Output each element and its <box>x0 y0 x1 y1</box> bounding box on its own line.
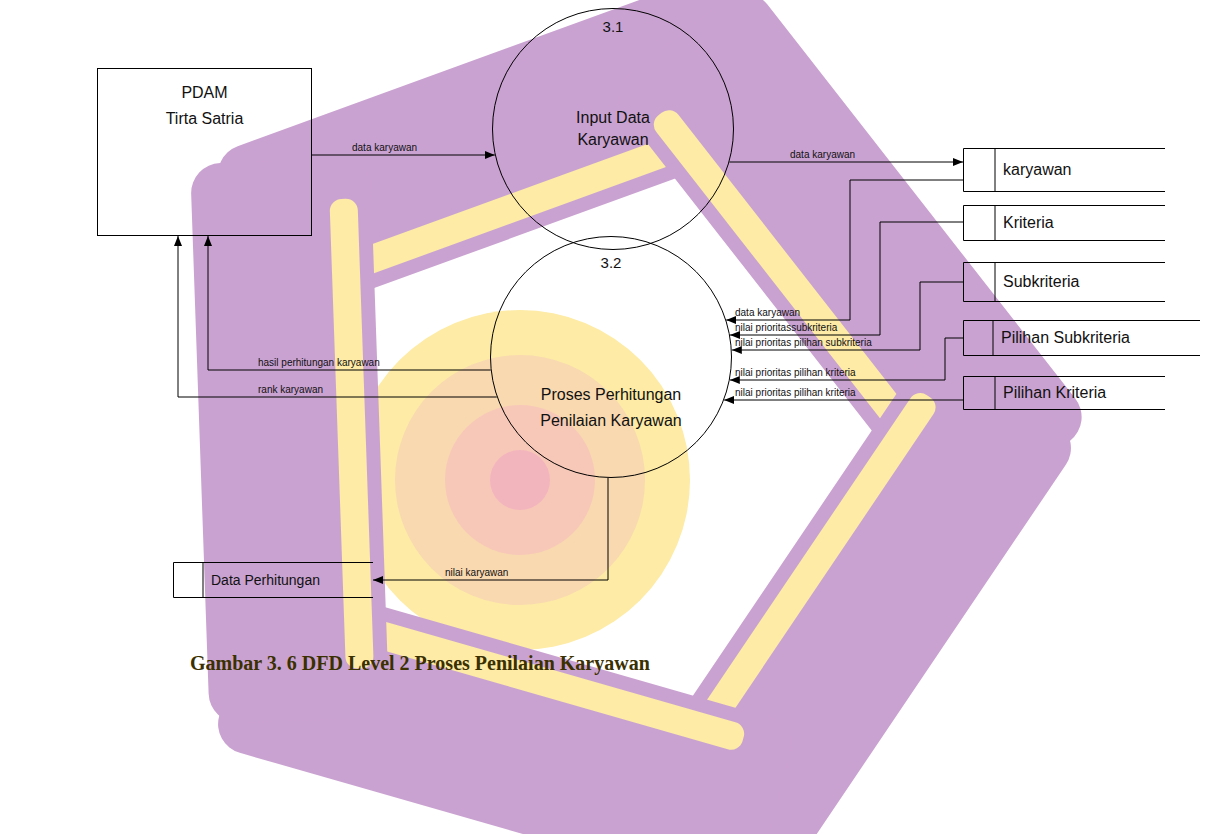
data-flow-arrow <box>178 236 497 397</box>
flow-label-holder: nilai prioritassubkriteria <box>735 322 837 333</box>
caption-holder: Gambar 3. 6 DFD Level 2 Proses Penilaian… <box>190 652 650 675</box>
data-store: Pilihan Kriteria <box>963 376 1165 410</box>
flow-label-holder: nilai karyawan <box>445 567 508 578</box>
process-circle-outline <box>490 236 732 478</box>
process-number: 3.2 <box>581 254 641 272</box>
data-store: karyawan <box>963 148 1165 192</box>
store-border <box>174 563 374 598</box>
node-label: Subkriteria <box>1003 272 1079 291</box>
entity-border <box>98 69 312 236</box>
node-label: PDAM Tirta Satria <box>164 80 245 131</box>
process-circle: 3.2Proses Perhitungan Penilaian Karyawan <box>490 236 732 478</box>
data-flow-arrow <box>726 180 963 320</box>
node-label: Input Data Karyawan <box>558 107 668 152</box>
flow-label: data karyawan <box>735 307 800 318</box>
data-flow-arrow <box>729 162 963 163</box>
data-store-outline <box>963 205 1165 241</box>
node-label: Pilihan Kriteria <box>1003 383 1106 402</box>
node-label: karyawan <box>1003 160 1071 179</box>
flow-label-holder: data karyawan <box>735 307 800 318</box>
external-entity: PDAM Tirta Satria <box>97 68 312 236</box>
flow-label-holder: data karyawan <box>790 149 855 160</box>
flow-label: nilai prioritas pilihan kriteria <box>735 387 856 398</box>
flow-label: data karyawan <box>790 149 855 160</box>
node-label: Pilihan Subkriteria <box>1001 328 1130 347</box>
logo-ring <box>350 310 690 650</box>
process-circle: 3.1Input Data Karyawan <box>492 8 734 250</box>
data-store: Pilihan Subkriteria <box>963 320 1200 356</box>
flow-label-holder: nilai prioritas pilihan subkriteria <box>735 337 872 348</box>
flow-label: nilai prioritas pilihan kriteria <box>735 367 856 378</box>
data-flow-arrow <box>730 338 963 380</box>
store-border <box>964 149 1166 192</box>
store-border <box>964 206 1166 241</box>
flow-label: nilai karyawan <box>445 567 508 578</box>
logo-arm-stripe <box>329 198 373 669</box>
data-flow-arrow <box>724 400 963 401</box>
flow-label: nilai prioritassubkriteria <box>735 322 837 333</box>
logo-arm-body <box>190 158 389 724</box>
flow-label-holder: data karyawan <box>352 142 417 153</box>
process-border <box>493 9 734 250</box>
flow-label-holder: hasil perhitungan karyawan <box>258 357 380 368</box>
flow-label: nilai prioritas pilihan subkriteria <box>735 337 872 348</box>
data-flow-arrow <box>730 222 963 335</box>
node-label: Data Perhitungan <box>211 572 320 589</box>
flow-label: hasil perhitungan karyawan <box>258 357 380 368</box>
node-label: Proses Perhitungan Penilaian Karyawan <box>536 382 686 433</box>
node-label: Kriteria <box>1003 213 1054 232</box>
data-flow-arrow <box>312 155 495 156</box>
figure-caption: Gambar 3. 6 DFD Level 2 Proses Penilaian… <box>190 652 650 675</box>
process-circle-outline <box>492 8 734 250</box>
data-flow-arrow <box>208 236 491 370</box>
store-border <box>964 321 1201 356</box>
flow-label-holder: rank karyawan <box>258 384 323 395</box>
data-store: Data Perhitungan <box>173 562 373 598</box>
flow-label: rank karyawan <box>258 384 323 395</box>
flow-label-holder: nilai prioritas pilihan kriteria <box>735 387 856 398</box>
logo-arm <box>190 158 389 724</box>
process-border <box>491 237 732 478</box>
data-store: Subkriteria <box>963 262 1165 302</box>
store-border <box>964 263 1166 302</box>
flow-label: data karyawan <box>352 142 417 153</box>
data-flow-arrow <box>732 282 963 350</box>
data-flow-arrow <box>373 478 608 580</box>
flow-label-holder: nilai prioritas pilihan kriteria <box>735 367 856 378</box>
data-store: Kriteria <box>963 205 1165 241</box>
logo-core <box>490 450 550 510</box>
process-number: 3.1 <box>583 18 643 36</box>
store-border <box>964 377 1166 410</box>
